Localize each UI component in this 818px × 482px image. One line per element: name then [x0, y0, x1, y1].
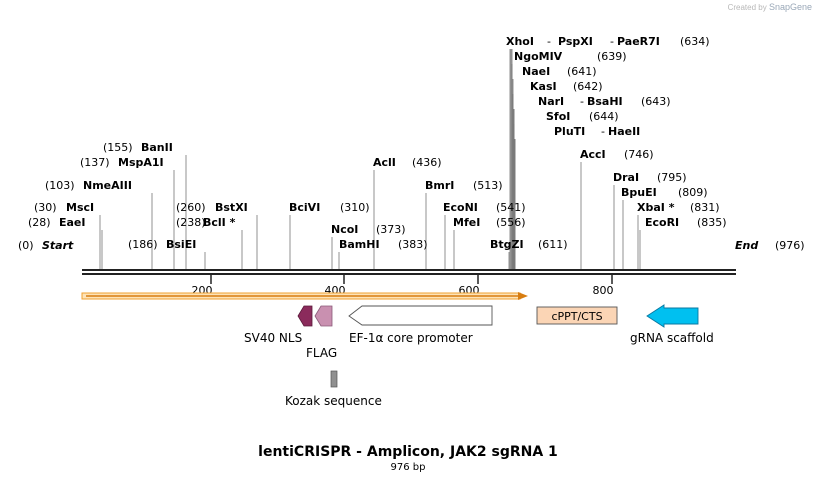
- start-position: (0): [18, 239, 34, 252]
- orf-arrow: [81, 292, 528, 300]
- site-name-bcli: BclI *: [203, 216, 236, 229]
- site-name-bsiei: BsiEI: [166, 238, 196, 251]
- site-name-pspxi: PspXI: [558, 35, 593, 48]
- site-name-naei: NaeI: [522, 65, 550, 78]
- site-name-pluti: PluTI: [554, 125, 585, 138]
- site-pos-naei: (641): [567, 65, 597, 78]
- site-pos-ecori: (835): [697, 216, 727, 229]
- site-name-ecori: EcoRI: [645, 216, 679, 229]
- site-name-sfoi: SfoI: [546, 110, 570, 123]
- site-name-drai: DraI: [613, 171, 639, 184]
- map-subtitle: 976 bp: [391, 462, 426, 473]
- flag-label: FLAG: [306, 346, 337, 360]
- kozak-sequence-label: Kozak sequence: [285, 394, 382, 408]
- site-pos-msci: (30): [34, 201, 57, 214]
- site-name-econi: EcoNI: [443, 201, 478, 214]
- cppt-cts-label: cPPT/CTS: [551, 310, 602, 323]
- start-label: Start: [42, 239, 74, 252]
- site-name-paer7i: PaeR7I: [617, 35, 660, 48]
- site-pos-bsiei: (186): [128, 238, 158, 251]
- grna-scaffold-feature: [646, 304, 699, 328]
- sv40-nls-feature: [297, 305, 313, 327]
- site-name-banii: BanII: [141, 141, 173, 154]
- site-name-bpuei: BpuEI: [621, 186, 657, 199]
- cppt-cts-feature: [536, 306, 618, 325]
- site-pos-bstxi: (260): [176, 201, 206, 214]
- site-name-btgzi: BtgZI: [490, 238, 524, 251]
- site-pos-drai: (795): [657, 171, 687, 184]
- end-position: (976): [775, 239, 805, 252]
- site-pos-btgzi: (611): [538, 238, 568, 251]
- dna-backbone: [82, 269, 736, 275]
- site-name-ncoi: NcoI: [331, 223, 358, 236]
- site-separator-1: -: [610, 35, 614, 48]
- site-pos-ngomiv: (639): [597, 50, 627, 63]
- site-name-ngomiv: NgoMIV: [514, 50, 563, 63]
- site-name-bstxi: BstXI: [215, 201, 248, 214]
- ef1a-core-promoter-feature: [348, 305, 493, 326]
- watermark: Created by SnapGene: [728, 2, 812, 12]
- ef1a-core-promoter-label: EF-1α core promoter: [349, 331, 473, 345]
- site-separator-0: -: [547, 35, 551, 48]
- site-pos-kasi: (642): [573, 80, 603, 93]
- sv40-nls-label: SV40 NLS: [244, 331, 302, 345]
- site-pos-bsahi: (643): [641, 95, 671, 108]
- site-name-bcivi: BciVI: [289, 201, 320, 214]
- site-pos-banii: (155): [103, 141, 133, 154]
- grna-scaffold-label: gRNA scaffold: [630, 331, 714, 345]
- site-pos-paer7i: (634): [680, 35, 710, 48]
- map-title: lentiCRISPR - Amplicon, JAK2 sgRNA 1: [258, 444, 558, 460]
- site-name-nmeaiii: NmeAIII: [83, 179, 132, 192]
- flag-feature: [314, 305, 333, 327]
- site-pos-bpuei: (809): [678, 186, 708, 199]
- site-name-acci: AccI: [580, 148, 606, 161]
- end-label: End: [735, 239, 758, 252]
- site-name-acli: AclI: [373, 156, 396, 169]
- watermark-text: Created by: [727, 3, 767, 12]
- site-pos-mspa1i: (137): [80, 156, 110, 169]
- site-name-xhoi: XhoI: [506, 35, 534, 48]
- site-pos-acli: (436): [412, 156, 442, 169]
- site-separator-3: -: [601, 125, 605, 138]
- site-lines: [99, 49, 641, 269]
- site-name-eaei: EaeI: [59, 216, 86, 229]
- site-name-mspa1i: MspA1I: [118, 156, 164, 169]
- site-name-bsahi: BsaHI: [587, 95, 623, 108]
- site-pos-bamhi: (383): [398, 238, 428, 251]
- site-name-xbai: XbaI *: [637, 201, 675, 214]
- site-pos-bcli: (238): [176, 216, 206, 229]
- site-name-haeii: HaeII: [608, 125, 640, 138]
- site-pos-mfei: (556): [496, 216, 526, 229]
- site-pos-eaei: (28): [28, 216, 51, 229]
- site-name-kasi: KasI: [530, 80, 557, 93]
- site-separator-2: -: [580, 95, 584, 108]
- ruler-tick-label-800: 800: [593, 284, 614, 297]
- kozak-sequence-feature: [330, 370, 338, 388]
- site-pos-acci: (746): [624, 148, 654, 161]
- site-name-mfei: MfeI: [453, 216, 480, 229]
- site-pos-xbai: (831): [690, 201, 720, 214]
- site-pos-bcivi: (310): [340, 201, 370, 214]
- site-pos-econi: (541): [496, 201, 526, 214]
- site-name-bamhi: BamHI: [339, 238, 380, 251]
- site-pos-ncoi: (373): [376, 223, 406, 236]
- snapgene-logo: SnapGene: [768, 2, 812, 12]
- site-labels: EaeI (28) MscI (30) NmeAIII (103) MspA1I (137) B…: [28, 35, 727, 251]
- site-name-bmri: BmrI: [425, 179, 454, 192]
- site-name-nari: NarI: [538, 95, 564, 108]
- site-name-msci: MscI: [66, 201, 94, 214]
- site-pos-nmeaiii: (103): [45, 179, 75, 192]
- site-pos-bmri: (513): [473, 179, 503, 192]
- site-pos-sfoi: (644): [589, 110, 619, 123]
